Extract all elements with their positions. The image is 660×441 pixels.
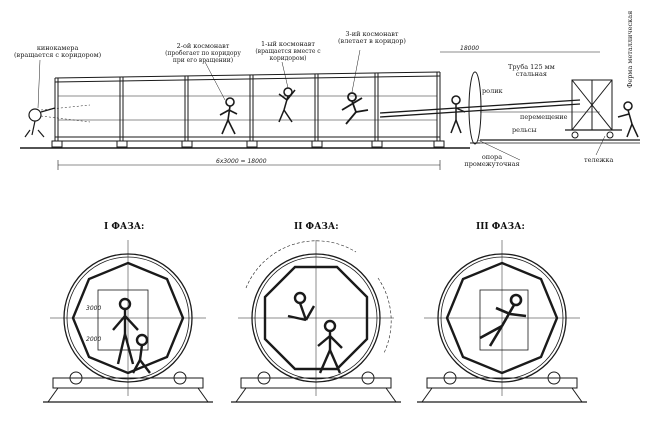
- cosmonaut-2-figure: [219, 97, 238, 135]
- label-truss: Ферма металлическая: [626, 10, 634, 88]
- operator-figure: [450, 95, 466, 134]
- label-camera: кинокамера (вращается с коридором): [14, 44, 102, 59]
- steel-pipe: [379, 99, 600, 118]
- phase-3-ring: [417, 240, 587, 403]
- phase-2-ring: [231, 240, 401, 403]
- cosmonaut-1-figure: [278, 87, 296, 123]
- label-cart: тележка: [584, 156, 614, 164]
- operator-right-figure: [617, 101, 639, 138]
- label-roller: ролик: [482, 87, 503, 95]
- phase-1-ring: [43, 240, 213, 403]
- phase-dim-width: 2000: [86, 336, 102, 343]
- metal-truss-cart: [565, 79, 622, 139]
- label-cosmonaut-3: 3-ий космонавт (влетает в коридор): [338, 30, 406, 45]
- camera-figure: [24, 104, 91, 138]
- corridor-side-view: [20, 71, 470, 149]
- label-cosmonaut-1: 1-ый космонавт (вращается вместе с корид…: [255, 40, 321, 63]
- phase-2-title: II ФАЗА:: [294, 222, 339, 232]
- phase-1-title: I ФАЗА:: [104, 222, 145, 232]
- label-rails: рельсы: [512, 126, 537, 134]
- phase-3-title: III ФАЗА:: [476, 222, 525, 232]
- phase-dim-height: 3000: [86, 305, 102, 312]
- label-support: опора промежуточная: [464, 153, 520, 168]
- cosmonaut-3-figure: [341, 92, 369, 125]
- label-pipe: Труба 125 мм стальная: [508, 63, 555, 78]
- dim-overall: 6х3000 = 18000: [216, 158, 267, 165]
- label-movement: перемещение: [520, 113, 568, 121]
- label-cosmonaut-2: 2-ой космонавт (пробегает по коридору пр…: [165, 42, 241, 65]
- dim-pipe-length: 18000: [460, 45, 480, 52]
- corridor-end-ring: [468, 71, 482, 145]
